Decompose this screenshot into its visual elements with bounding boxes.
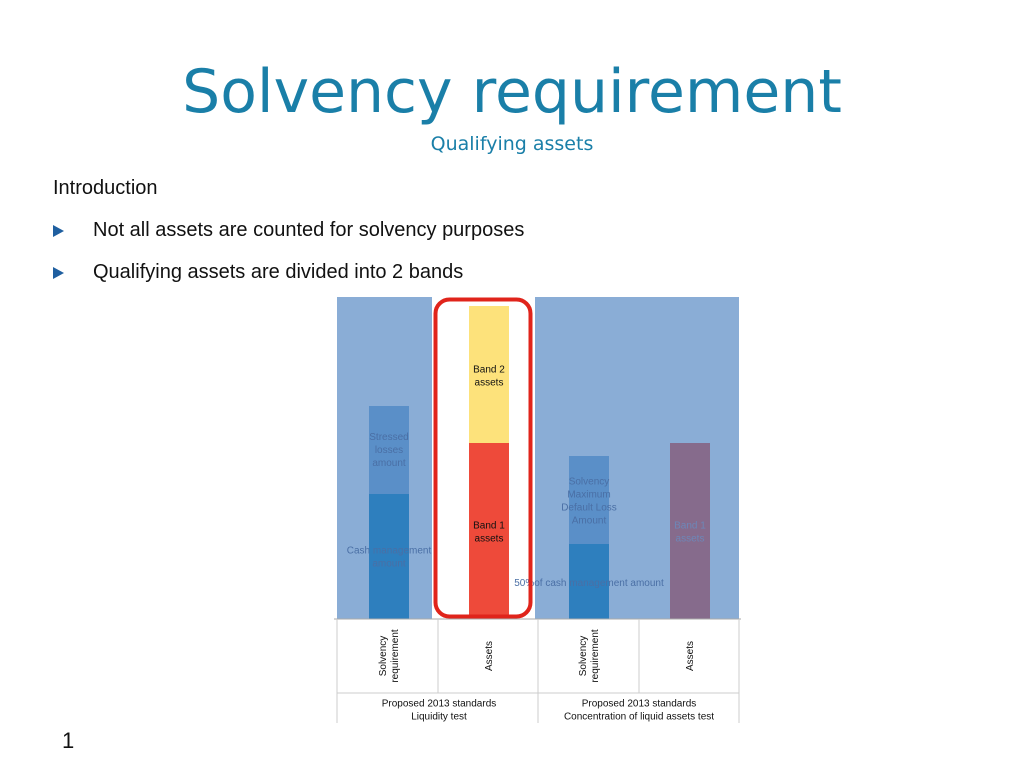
column-label-text: Assets [685,641,696,671]
slide-subtitle: Qualifying assets [430,133,594,155]
highlight-frame [433,297,533,619]
bar-segment [369,406,409,494]
column-label-text: Solvencyrequirement [578,629,601,683]
bullet-item-1: Not all assets are counted for solvency … [53,216,524,244]
bar-segment [369,494,409,619]
bullet-triangle-icon [53,224,64,237]
column-label: Solvencyrequirement [578,629,601,683]
column-label-text: Assets [484,641,495,671]
bullet-item-2: Qualifying assets are divided into 2 ban… [53,258,463,286]
bullet-text-2: Qualifying assets are divided into 2 ban… [93,261,464,283]
column-label: Solvencyrequirement [378,629,401,683]
bar-segment [469,443,509,619]
bar-segment [569,544,609,619]
bar-segment-label: 50%of cash management amount [514,578,664,589]
slide-title: Solvency requirement [182,57,842,127]
bar-segment [569,456,609,544]
bullet-triangle-icon [53,266,64,279]
column-label: Assets [484,641,495,671]
intro-heading: Introduction [53,177,158,199]
page-number: 1 [62,728,75,753]
bar-segment [469,306,509,443]
bar-segment [670,443,710,619]
column-label-text: Solvencyrequirement [378,629,401,683]
bullet-text-1: Not all assets are counted for solvency … [93,219,525,241]
column-label: Assets [685,641,696,671]
